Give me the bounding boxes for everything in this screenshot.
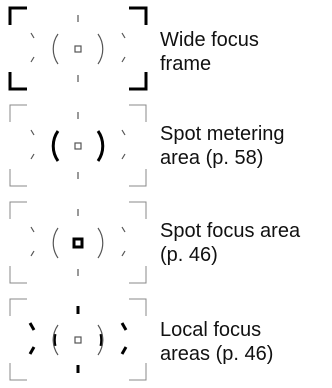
caption-line: Spot focus area xyxy=(160,220,301,242)
caption-line: Wide focus xyxy=(160,29,259,51)
caption-wide-focus-frame: Wide focus frame xyxy=(160,28,259,76)
caption-line: area (p. 58) xyxy=(160,147,264,169)
caption-spot-focus-area: Spot focus area (p. 46) xyxy=(160,219,300,267)
viewfinder-diagram-spot-focus-area xyxy=(9,201,147,284)
caption-line: areas (p. 46) xyxy=(160,343,274,365)
spot-metering-circle xyxy=(51,130,105,162)
local-focus-marks xyxy=(28,306,128,373)
wide-focus-frame-brackets xyxy=(9,104,147,187)
wide-focus-frame-brackets xyxy=(9,298,147,381)
spot-focus-mark xyxy=(74,336,82,344)
local-focus-marks xyxy=(30,209,126,276)
caption-spot-metering-area: Spot metering area (p. 58) xyxy=(160,122,285,170)
caption-local-focus-areas: Local focus areas (p. 46) xyxy=(160,318,273,366)
local-focus-marks xyxy=(30,112,126,179)
caption-line: Spot metering xyxy=(160,123,285,145)
viewfinder-diagram-local-focus-areas xyxy=(9,298,147,381)
local-focus-marks xyxy=(30,15,126,82)
wide-focus-frame-brackets xyxy=(8,6,148,91)
viewfinder-diagram-wide-focus-frame xyxy=(8,6,148,91)
spot-focus-mark xyxy=(74,142,82,150)
viewfinder-diagram-spot-metering-area xyxy=(9,104,147,187)
caption-line: Local focus xyxy=(160,319,262,341)
wide-focus-frame-brackets xyxy=(9,201,147,284)
spot-metering-circle xyxy=(52,324,104,356)
spot-focus-mark xyxy=(72,237,84,249)
spot-focus-mark xyxy=(74,45,82,53)
caption-line: (p. 46) xyxy=(160,244,218,266)
caption-line: frame xyxy=(160,53,212,75)
